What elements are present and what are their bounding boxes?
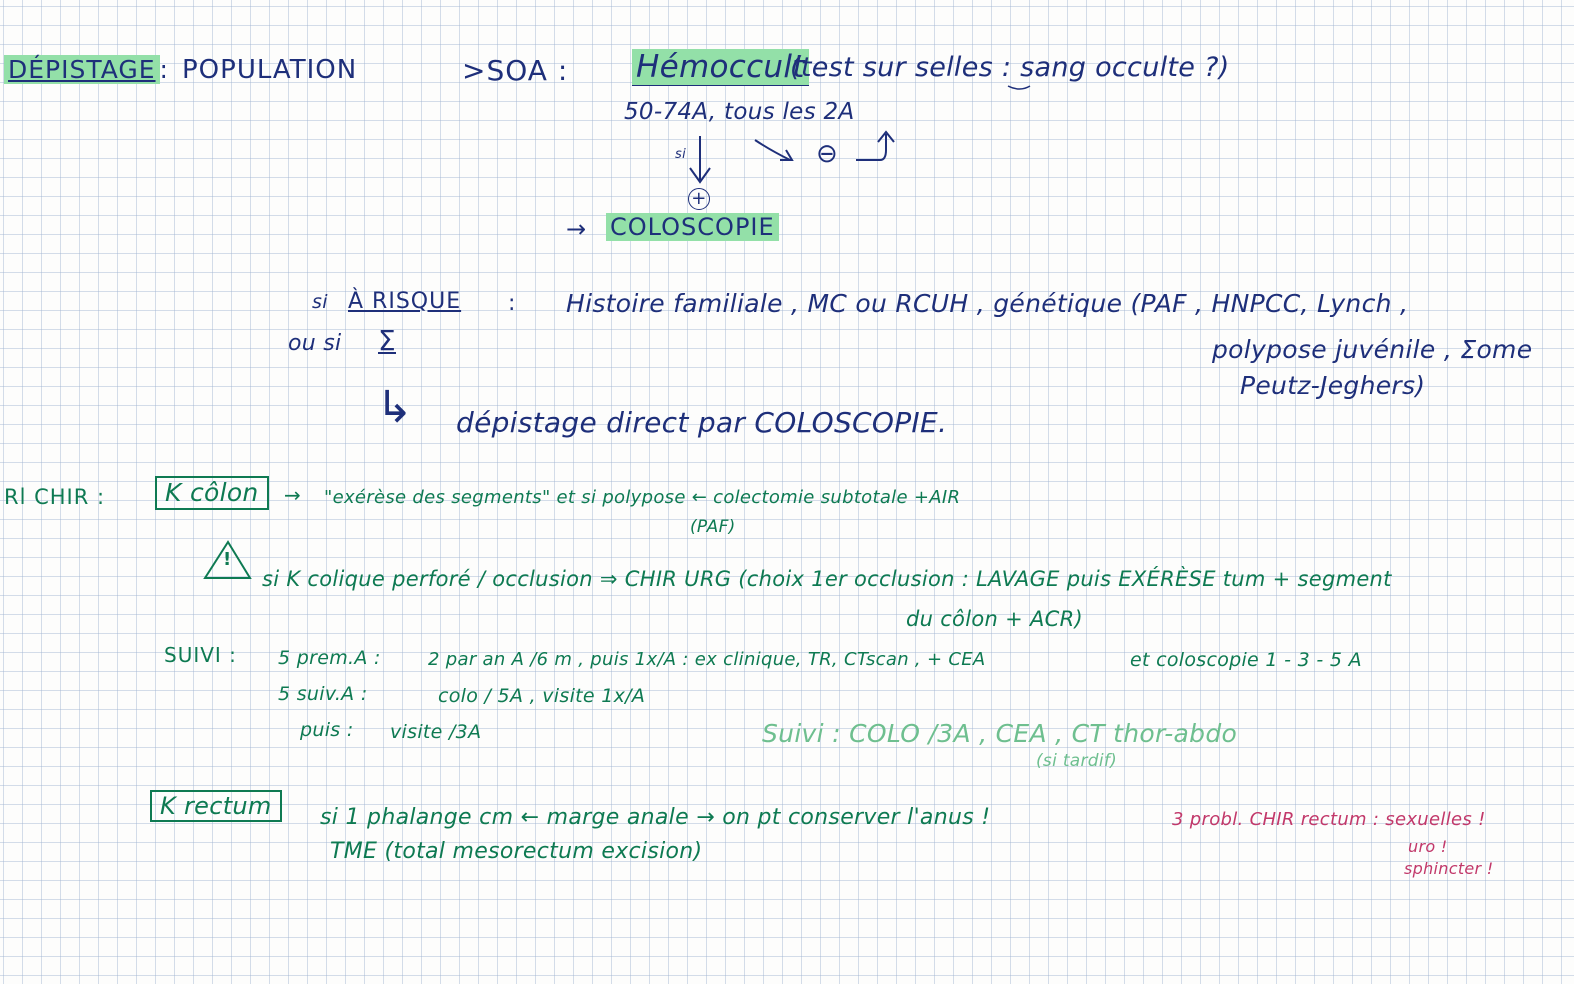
sigma-symbol: Σ	[378, 324, 396, 357]
suivi-row3-label: puis :	[300, 719, 354, 741]
risque-line-2: polypose juvénile , Σome	[1212, 335, 1533, 364]
down-arrow-icon	[689, 136, 711, 184]
paf-note: (PAF)	[690, 517, 736, 537]
hemoccult-note: (test sur selles : sang occulte ?)	[790, 52, 1230, 83]
chir-text: "exérèse des segments" et si polypose ← …	[324, 487, 961, 508]
perf-text: si K colique perforé / occlusion ⇒ CHIR …	[262, 567, 1392, 591]
risque-ou-si: ou si	[288, 331, 342, 356]
population-label: POPULATION	[182, 55, 358, 85]
warning-mark: !	[223, 549, 232, 570]
si-label: si	[675, 147, 686, 162]
loop-back-arrow-icon	[856, 130, 895, 161]
hemoccult-text: Hémoccult	[632, 49, 809, 85]
suivi-alt-note: (si tardif)	[1036, 751, 1118, 771]
rectum-red-2: uro !	[1408, 837, 1448, 856]
depistage-heading: DÉPISTAGE:	[4, 55, 169, 84]
suivi-row1-extra: et coloscopie 1 - 3 - 5 A	[1130, 649, 1362, 671]
depistage-title: DÉPISTAGE	[4, 55, 160, 84]
perf-text-2: du côlon + ACR)	[906, 607, 1083, 631]
positive-symbol: +	[688, 188, 710, 210]
risque-colon: :	[508, 291, 516, 316]
coloscopie-arrow: →	[566, 215, 587, 243]
age-range: 50-74A, tous les 2A	[624, 99, 855, 125]
rectum-red-1: 3 probl. CHIR rectum : sexuelles !	[1172, 809, 1486, 830]
suivi-row2-text: colo / 5A , visite 1x/A	[438, 685, 646, 707]
k-rectum-box: K rectum	[150, 790, 282, 823]
risque-arrow: ↳	[376, 382, 414, 433]
coloscopie-text: COLOSCOPIE	[606, 213, 779, 241]
suivi-row1-label: 5 prem.A :	[278, 647, 381, 669]
chir-arrow: →	[284, 483, 302, 507]
rectum-line-2: TME (total mesorectum excision)	[330, 839, 703, 864]
coloscopie-label: COLOSCOPIE	[606, 213, 779, 241]
suivi-row2-label: 5 suiv.A :	[278, 683, 368, 705]
suivi-row3-text: visite /3A	[390, 721, 482, 743]
depistage-colon: :	[159, 55, 169, 84]
rectum-red-3: sphincter !	[1404, 859, 1494, 878]
suivi-alt: Suivi : COLO /3A , CEA , CT thor-abdo	[762, 719, 1238, 748]
note-squiggle	[1007, 85, 1031, 90]
soa-label: >SOA :	[462, 54, 569, 87]
rectum-line-1: si 1 phalange cm ← marge anale → on pt c…	[320, 805, 991, 830]
risque-si: si	[312, 291, 328, 313]
chir-label: Rl CHIR :	[4, 485, 106, 509]
risque-label: À RISQUE	[348, 289, 462, 314]
negative-symbol: ⊖	[816, 139, 839, 169]
risque-action: dépistage direct par COLOSCOPIE.	[456, 406, 948, 439]
risque-line-1: Histoire familiale , MC ou RCUH , généti…	[566, 289, 1409, 318]
diagonal-arrow-icon	[754, 139, 794, 161]
risque-line-3: Peutz-Jeghers)	[1240, 371, 1426, 400]
suivi-label: SUIVI :	[164, 643, 237, 667]
k-colon-box: K côlon	[155, 476, 269, 510]
hemoccult-label: Hémoccult	[632, 49, 809, 87]
suivi-row1-text: 2 par an A /6 m , puis 1x/A : ex cliniqu…	[428, 649, 986, 670]
